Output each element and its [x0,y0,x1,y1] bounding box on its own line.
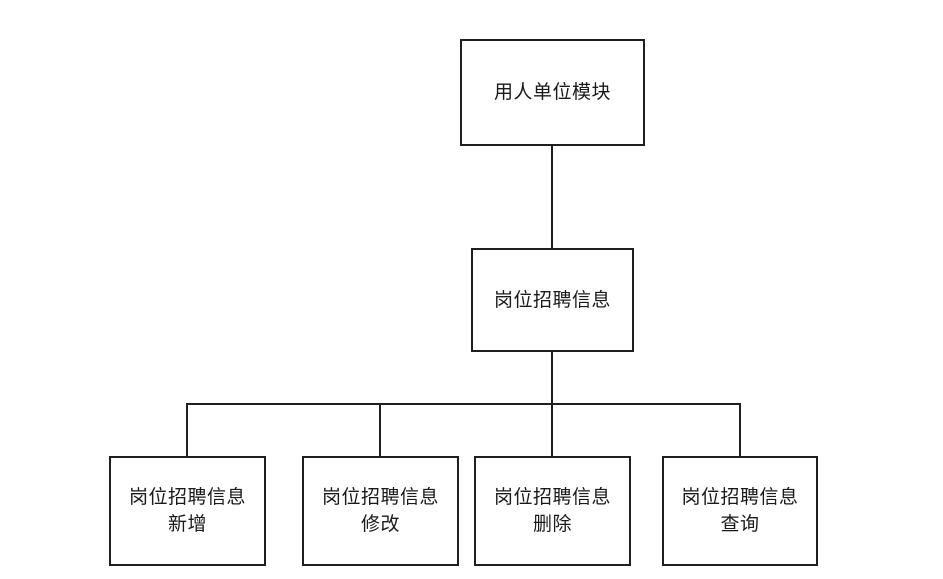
child-node-label-line2: 删除 [532,513,572,535]
child-node-label-line2: 查询 [720,513,760,535]
middle-node: 岗位招聘信息 [471,248,634,352]
root-node-label: 用人单位模块 [493,81,611,103]
child-node-add: 岗位招聘信息 新增 [109,456,266,566]
child-node-label-line1: 岗位招聘信息 [681,486,799,508]
middle-node-label: 岗位招聘信息 [493,288,611,311]
child-node-label-line1: 岗位招聘信息 [128,486,246,508]
child-node-label-line2: 修改 [360,513,400,535]
child-node-label-line2: 新增 [167,513,207,535]
child-node-query: 岗位招聘信息 查询 [662,456,818,566]
child-node-label-line1: 岗位招聘信息 [493,486,611,508]
child-node-delete: 岗位招聘信息 删除 [474,456,631,566]
child-node-label-line1: 岗位招聘信息 [321,486,439,508]
root-node: 用人单位模块 [460,39,645,146]
child-node-edit: 岗位招聘信息 修改 [302,456,459,566]
